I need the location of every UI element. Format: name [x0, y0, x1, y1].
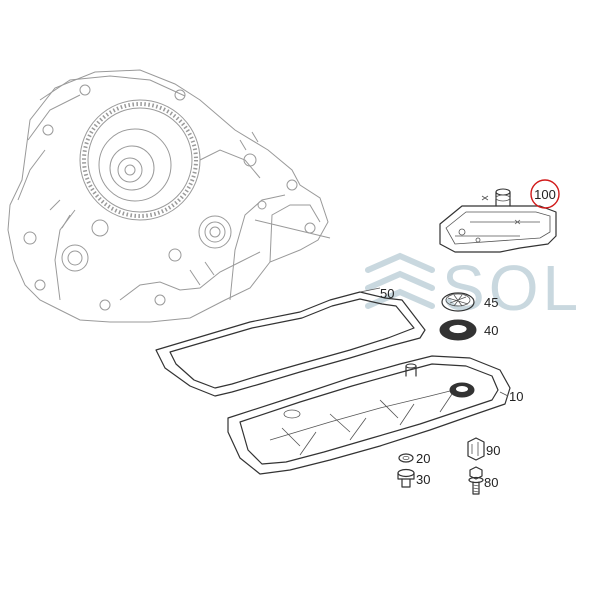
highlight-circle — [530, 179, 560, 209]
callout-10: 10 — [509, 389, 523, 404]
pan-gasket — [155, 291, 426, 397]
pan-clip — [467, 437, 485, 461]
drain-plug — [397, 468, 415, 488]
callout-50: 50 — [380, 286, 394, 301]
callout-45: 45 — [484, 295, 498, 310]
oil-pan — [227, 355, 511, 475]
watermark-text: SOL — [442, 252, 582, 324]
callout-20: 20 — [416, 451, 430, 466]
transmission-housing — [7, 69, 331, 323]
callout-40: 40 — [484, 323, 498, 338]
pan-bolt — [468, 466, 484, 495]
watermark-logo-icon — [365, 252, 435, 309]
callout-80: 80 — [484, 475, 498, 490]
housing-bosses — [23, 84, 316, 311]
sealing-ring — [439, 319, 477, 341]
callout-30: 30 — [416, 472, 430, 487]
filter-seal — [441, 292, 475, 312]
drain-plug-seal — [398, 453, 414, 463]
watermark: SOL — [365, 252, 582, 324]
callout-90: 90 — [486, 443, 500, 458]
ring-gear — [79, 99, 201, 221]
filter-assembly — [439, 188, 557, 253]
callout-100: 100 — [534, 187, 556, 202]
